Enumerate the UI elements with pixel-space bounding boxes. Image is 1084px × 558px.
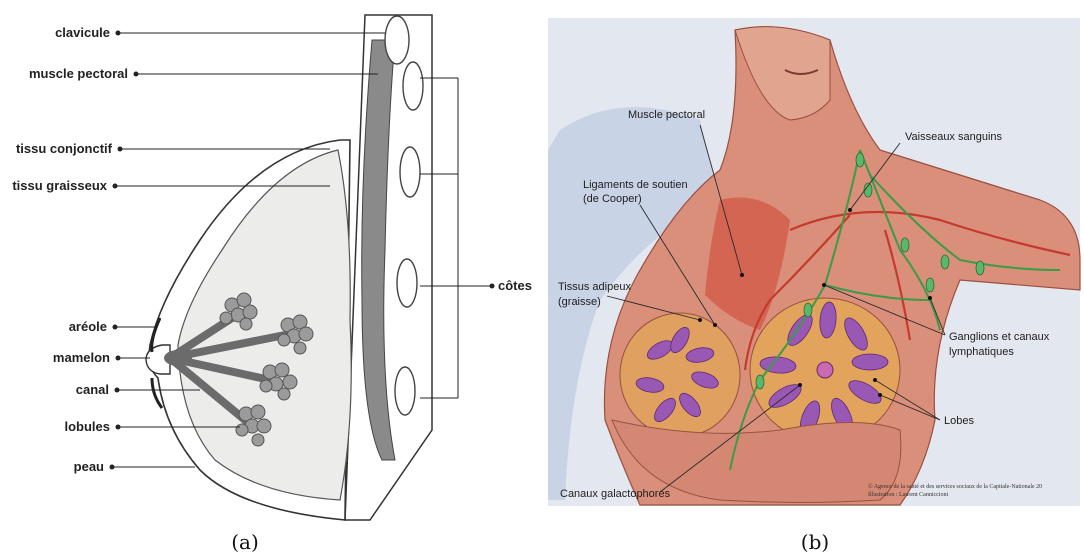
- caption-b: (b): [801, 530, 829, 554]
- label-lobules: lobules: [64, 419, 110, 434]
- right-nipple: [817, 362, 833, 378]
- label-muscle-pectoral-b: Muscle pectoral: [628, 109, 705, 121]
- label-tissus-adipeux: Tissus adipeux: [558, 281, 631, 293]
- label-peau: peau: [74, 459, 104, 474]
- label-tissu-graisseux: tissu graisseux: [12, 178, 107, 193]
- duct-sinus: [164, 350, 192, 366]
- caption-a: (a): [231, 530, 259, 554]
- label-muscle-pectoral: muscle pectoral: [29, 66, 128, 81]
- panel-a-diagram: clavicule muscle pectoral tissu conjonct…: [12, 15, 532, 554]
- label-tissu-conjonctif: tissu conjonctif: [16, 141, 113, 156]
- label-cotes: côtes: [498, 278, 532, 293]
- label-lymphatiques: lymphatiques: [949, 346, 1014, 358]
- label-ligaments-de-soutien: Ligaments de soutien: [583, 179, 688, 191]
- label-vaisseaux-sanguins: Vaisseaux sanguins: [905, 131, 1003, 143]
- label-areole: aréole: [69, 319, 107, 334]
- label-lobes: Lobes: [944, 415, 974, 427]
- label-graisse: (graisse): [558, 296, 601, 308]
- label-mamelon: mamelon: [53, 350, 110, 365]
- label-canal: canal: [76, 382, 109, 397]
- credit-line-1: © Agence de la santé et des services soc…: [868, 483, 1042, 490]
- panel-b-illustration: Muscle pectoral Vaisseaux sanguins Ligam…: [548, 18, 1080, 554]
- label-canaux-galactophores: Canaux galactophores: [560, 488, 671, 500]
- label-ganglions: Ganglions et canaux: [949, 331, 1050, 343]
- label-de-cooper: (de Cooper): [583, 193, 642, 205]
- label-clavicule: clavicule: [55, 25, 110, 40]
- credit-line-2: Illustration : Laurent Canniccioni: [868, 492, 948, 498]
